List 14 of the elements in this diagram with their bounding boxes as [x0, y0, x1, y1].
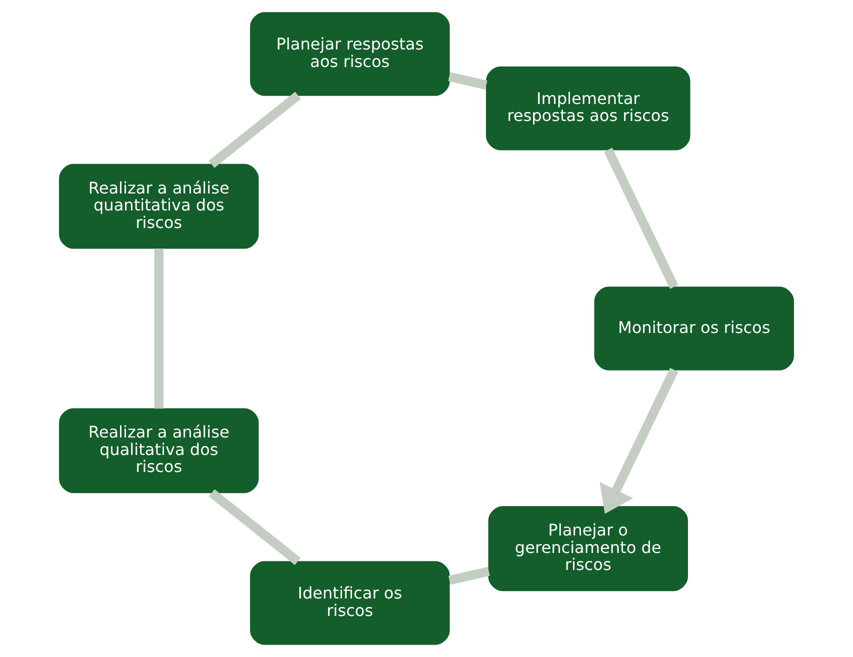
connector: [208, 489, 301, 565]
node-box: Identificar os riscos: [250, 561, 450, 645]
connector: [448, 566, 490, 585]
node-box: Planejar o gerenciamento de riscos: [488, 506, 688, 592]
connector: [208, 92, 301, 168]
node-box: Implementar respostas aos riscos: [486, 66, 690, 150]
connector: [448, 72, 488, 90]
node-box: Planejar respostas aos riscos: [250, 12, 450, 96]
arrow: [600, 368, 678, 514]
connector: [604, 148, 678, 289]
node-box: Realizar a análise quantitativa dos riscos: [59, 164, 259, 249]
node-box: Realizar a análise qualitativa dos riscos: [59, 408, 259, 494]
node-box: Monitorar os riscos: [594, 286, 794, 370]
connector: [154, 248, 164, 409]
